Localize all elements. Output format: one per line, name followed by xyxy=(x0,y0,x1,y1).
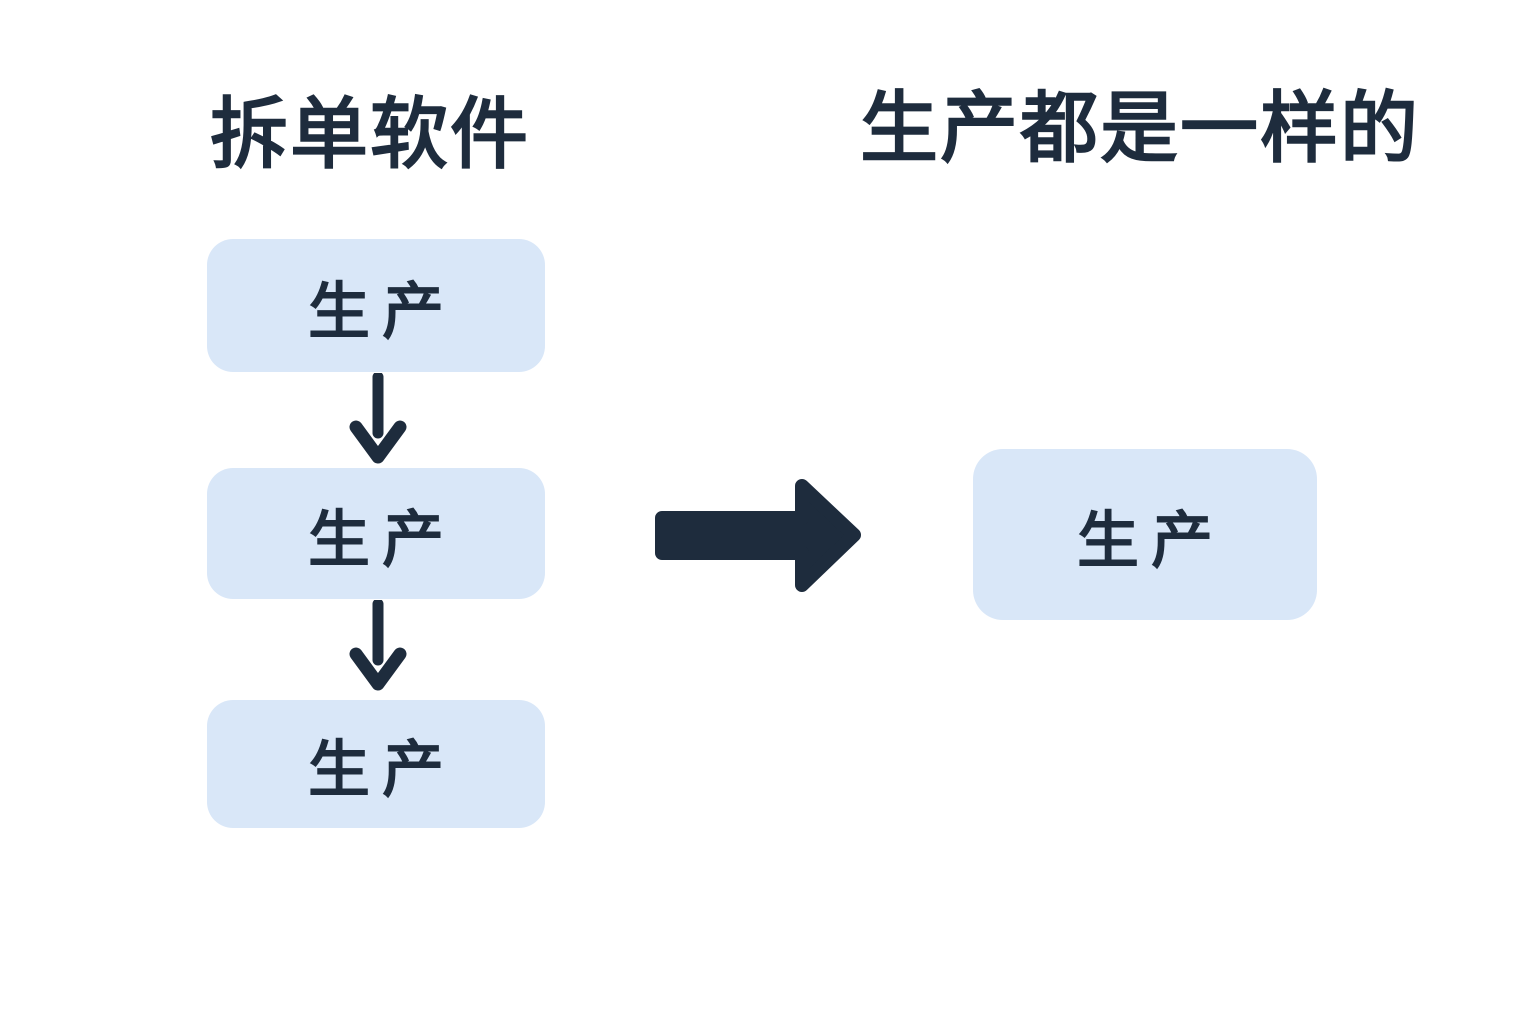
flow-box-label: 生产 xyxy=(1076,506,1225,576)
flow-box-label: 生产 xyxy=(307,736,456,805)
flow-box-production-1: 生产 xyxy=(207,239,545,372)
right-section-title: 生产都是一样的 xyxy=(859,84,1420,172)
right-arrow-icon xyxy=(655,479,861,592)
flow-box-production-2: 生产 xyxy=(207,468,545,599)
down-arrow-icon xyxy=(349,600,407,691)
flow-box-production-3: 生产 xyxy=(207,700,545,828)
flow-box-label: 生产 xyxy=(307,277,456,347)
flow-box-production-result: 生产 xyxy=(973,449,1317,620)
flow-box-label: 生产 xyxy=(307,505,456,575)
down-arrow-icon xyxy=(349,373,407,464)
left-section-title: 拆单软件 xyxy=(209,90,530,178)
